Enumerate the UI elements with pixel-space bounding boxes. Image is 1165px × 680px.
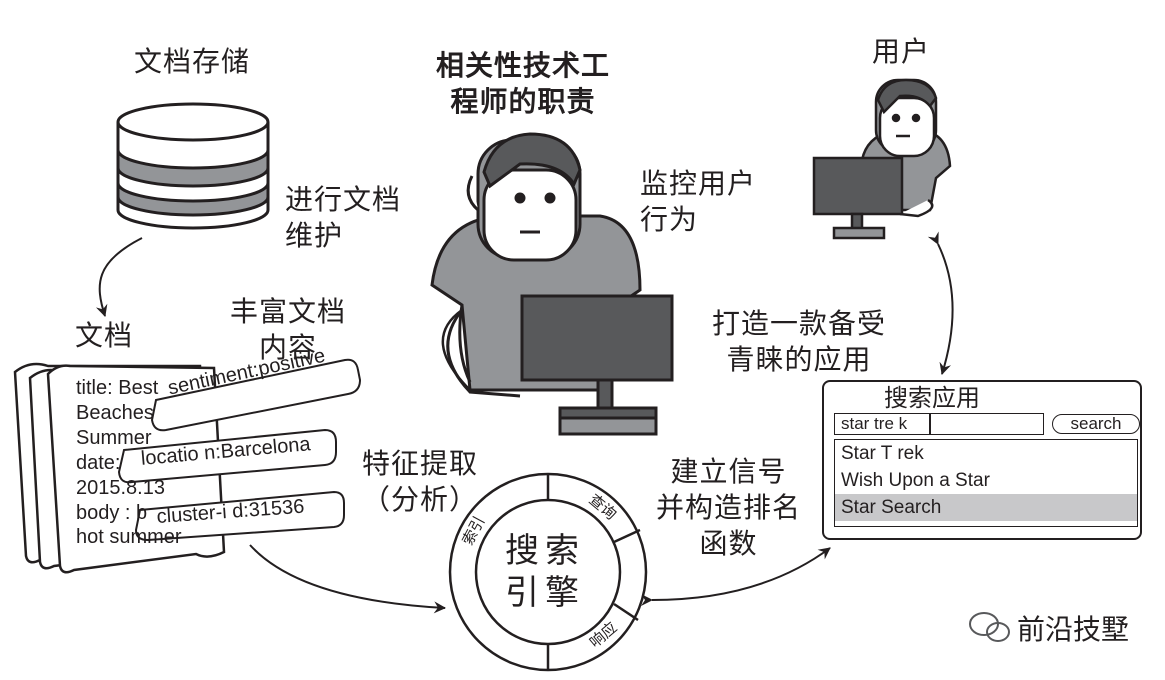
tag-bubble-3 [134,490,345,542]
arrow-storage-to-docs [95,237,143,317]
engine-center-label: 搜索 引擎 [505,531,585,613]
search-query-text: star tre k [841,414,908,433]
database-icon [116,102,270,230]
monitor-label: 监控用户 行为 [640,167,757,236]
user-figure [812,78,952,240]
maintenance-label: 进行文档 维护 [285,183,402,252]
doc-line: body : b [76,502,148,524]
doc-line: Beaches [76,402,154,424]
tag-bubble-1 [150,358,362,432]
arc-engineer-arm [441,308,471,391]
search-button[interactable]: search [1052,414,1140,434]
wechat-icon [969,612,1010,642]
doc-storage-label: 文档存储 [134,45,251,78]
search-app-panel: 搜索应用 star tre k search Star T rek Wish U… [822,380,1142,540]
watermark: 前沿技墅 [965,608,1129,648]
search-app-title: 搜索应用 [884,384,980,412]
tag-bubble-2 [117,428,337,484]
features-label: 特征提取 （分析） [362,447,479,516]
tag-bubbles [117,358,362,542]
result-item-selected[interactable]: Star Search [835,494,1137,521]
arrow-app-engine [640,547,831,607]
signals-label: 建立信号 并构造排名 函数 [656,455,802,560]
arrow-user-app [927,231,954,375]
result-item[interactable]: Star T rek [841,443,924,464]
watermark-text: 前沿技墅 [1017,613,1130,646]
monitor-icon [520,294,674,436]
role-title: 相关性技术工 程师的职责 [436,49,611,118]
documents-label: 文档 [75,319,134,352]
results-list: Star T rek Wish Upon a Star Star Search [834,439,1138,527]
arrow-docs-to-engine [249,544,446,614]
search-engine-ring [448,472,648,672]
doc-line: 2015.8.13 [76,477,165,499]
result-item[interactable]: Wish Upon a Star [841,470,990,491]
doc-line: hot summer [76,526,182,548]
build-app-label: 打造一款备受 青睐的应用 [712,307,887,376]
doc-line: date: [76,452,121,474]
enrich-label: 丰富文档 内容 [230,295,347,364]
doc-line: Summer [76,427,152,449]
user-label: 用户 [872,35,931,68]
input-caret-divider [929,414,931,434]
doc-line-title: title: Best [76,377,159,399]
search-input[interactable]: star tre k [834,413,1044,435]
